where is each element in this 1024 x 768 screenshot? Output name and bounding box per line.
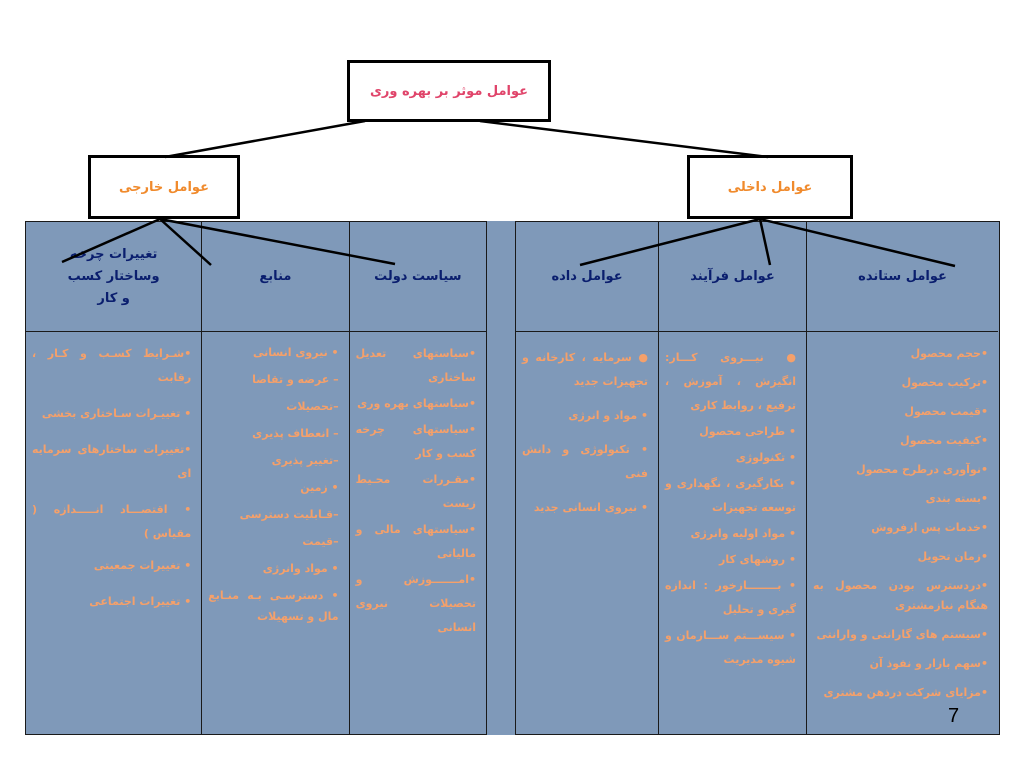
- list-item: •نوآوری درطرح محصول: [856, 463, 988, 476]
- list-item: –تغییر پذیری: [271, 454, 339, 467]
- output-factors-column: عوامل ستانده •حجم محصول •ترکیب محصول •قی…: [806, 222, 998, 734]
- resources-column: منابع • نیروی انسانی – عرضه و تقاضا –تحص…: [201, 222, 349, 734]
- list-item: • طراحی محصول: [699, 425, 796, 438]
- government-policy-column: سیاست دولت •سیاستهای تعدیل ساختاری •سیاس…: [348, 222, 486, 734]
- connector-root-external: [164, 119, 366, 159]
- list-item: •بسته بندی: [925, 492, 988, 505]
- list-item: •خدمات پس ازفروش: [871, 521, 988, 534]
- column-header: عوامل فرآیند: [659, 222, 806, 332]
- list-item: • تغییرات اجتماعی: [89, 595, 192, 608]
- list-item: •سهم بازار و نفوذ آن: [869, 657, 988, 670]
- list-item: •سیاستهای مالی و مالیاتی: [355, 523, 476, 560]
- list-item: •دردسترس بودن محصول به هنگام نیازمشتری: [813, 579, 988, 612]
- external-factors-table: تغییرات چرخه وساختار کسب و کار •شـرایط ک…: [25, 221, 487, 735]
- input-factors-column: عوامل داده ● سرمایه ، کارخانه و تجهیزات …: [516, 222, 658, 734]
- list-item: • زمین: [300, 481, 339, 494]
- list-item: • مواد وانرژی: [262, 562, 339, 575]
- page-number: 7: [948, 705, 960, 727]
- list-item: • بکارگیری ، نگهداری و توسعه تجهیزات: [665, 477, 796, 514]
- list-item: • مواد و انرژی: [568, 409, 648, 422]
- list-item: •مزایای شرکت درذهن مشتری: [823, 686, 988, 699]
- list-item: • نیروی انسانی: [253, 346, 339, 359]
- column-body: ● نیـــروی کـــار: انگیزش ، آموزش ، ترفی…: [659, 332, 806, 734]
- list-item: • تکنولوژی و دانش فنی: [522, 443, 648, 480]
- list-item: •سیاستهای تعدیل ساختاری: [355, 347, 476, 384]
- list-item: •مقـررات محـیط زیست: [355, 473, 476, 510]
- column-body: •حجم محصول •ترکیب محصول •قیمت محصول •کیف…: [807, 332, 998, 734]
- list-item: –قیمت: [302, 535, 339, 548]
- root-label: عوامل موثر بر بهره وری: [369, 83, 529, 99]
- list-item: • تغییـرات سـاختاری بخشی: [41, 407, 192, 420]
- list-item: •سیستم های گارانتی و وارانتی: [816, 628, 988, 641]
- list-item: – عرضه و تقاضا: [252, 373, 339, 386]
- column-header: سیاست دولت: [349, 222, 486, 332]
- list-item: •امـــــــوزش و تحصیلات نیروی انسانی: [355, 573, 476, 634]
- list-item: •زمان تحویل: [917, 550, 988, 563]
- list-item: • دسترسـی بـه منـابع مال و تسهیلات: [208, 589, 339, 623]
- internal-factors-box: عوامل داخلی: [687, 155, 853, 219]
- list-item: •کیفیت محصول: [900, 434, 988, 447]
- list-item: • اقتصـــاد انـــــدازه ( مقیاس ): [32, 503, 192, 540]
- gap-strip: [487, 221, 515, 735]
- internal-factors-label: عوامل داخلی: [727, 179, 813, 195]
- column-header: منابع: [202, 222, 349, 332]
- external-factors-box: عوامل خارجی: [88, 155, 240, 219]
- external-factors-label: عوامل خارجی: [119, 179, 209, 195]
- list-item: • تغییرات جمعیتی: [93, 559, 192, 572]
- business-cycle-column: تغییرات چرخه وساختار کسب و کار •شـرایط ک…: [26, 222, 202, 734]
- connector-root-internal: [479, 119, 769, 159]
- list-item: •قیمت محصول: [904, 405, 988, 418]
- internal-factors-table: عوامل داده ● سرمایه ، کارخانه و تجهیزات …: [515, 221, 1000, 735]
- column-body: ● سرمایه ، کارخانه و تجهیزات جدید • مواد…: [516, 332, 658, 734]
- column-header: تغییرات چرخه وساختار کسب و کار: [26, 222, 202, 332]
- column-body: •شـرایط کسـب و کـار ، رقابت • تغییـرات س…: [26, 332, 201, 734]
- list-item: –قـابلیت دسترسی: [239, 508, 339, 521]
- list-item: ● سرمایه ، کارخانه و تجهیزات جدید: [522, 351, 648, 388]
- list-item: •شـرایط کسـب و کـار ، رقابت: [32, 347, 192, 384]
- list-item: •تغییرات ساختارهای سرمایه ای: [32, 443, 192, 480]
- list-item: • روشهای کار: [718, 553, 796, 566]
- list-item: •سیاستهای بهره وری: [357, 397, 476, 410]
- list-item: •حجم محصول: [910, 347, 988, 360]
- list-item: • نیروی انسانی جدید: [533, 501, 648, 514]
- list-item: • سیســـتم ســـازمان و شیوه مدیریت: [665, 629, 796, 666]
- list-item: • تکنولوژی: [735, 451, 796, 464]
- list-item: ● نیـــروی کـــار: انگیزش ، آموزش ، ترفی…: [665, 351, 796, 412]
- process-factors-column: عوامل فرآیند ● نیـــروی کـــار: انگیزش ،…: [658, 222, 806, 734]
- column-body: • نیروی انسانی – عرضه و تقاضا –تحصیلات –…: [202, 332, 348, 734]
- list-item: – انعطاف پذیری: [252, 427, 339, 440]
- column-body: •سیاستهای تعدیل ساختاری •سیاستهای بهره و…: [350, 332, 486, 734]
- list-item: •سیاستهای چرخه کسب و کار: [355, 423, 476, 460]
- root-box: عوامل موثر بر بهره وری: [347, 60, 551, 122]
- list-item: •ترکیب محصول: [901, 376, 988, 389]
- column-header: عوامل داده: [516, 222, 658, 332]
- list-item: • مواد اولیه وانرژی: [690, 527, 796, 540]
- list-item: –تحصیلات: [286, 400, 339, 413]
- list-item: • بــــــــازخور : اندازه گیری و تحلیل: [665, 579, 796, 616]
- column-header: عوامل ستانده: [807, 222, 998, 332]
